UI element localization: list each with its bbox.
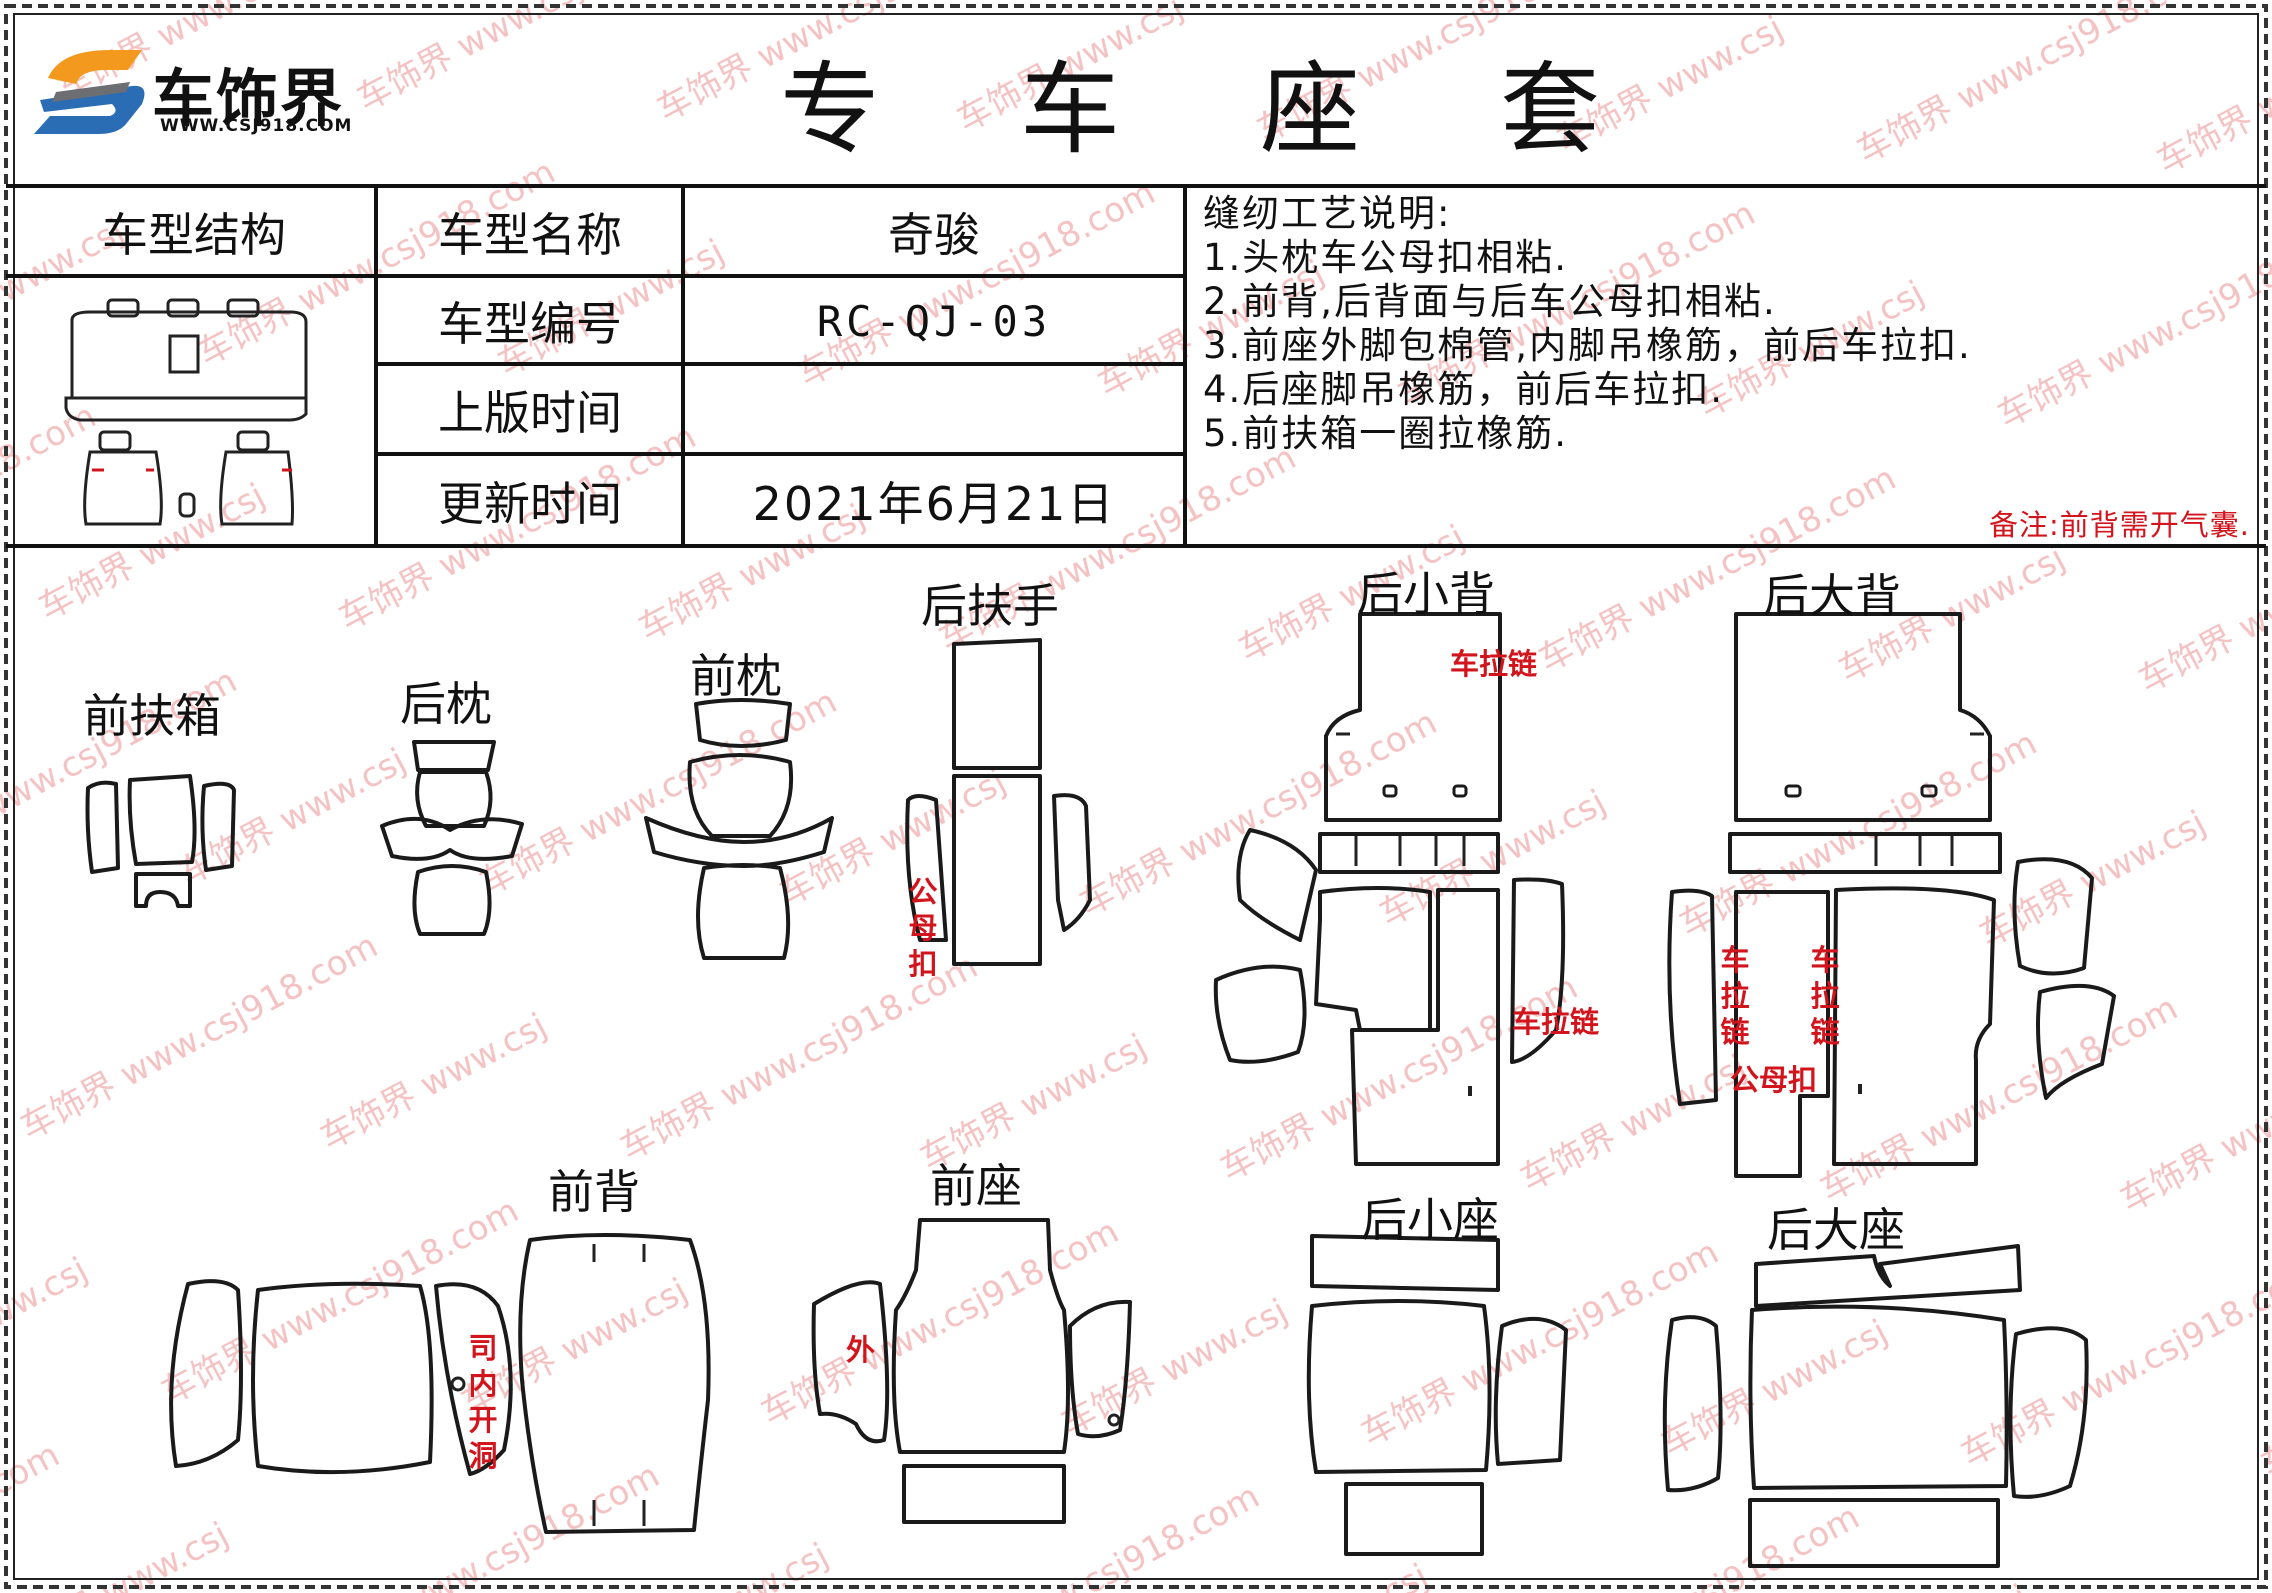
release-date-value <box>687 368 1181 452</box>
label-rear-armrest: 后扶手 <box>921 579 1059 633</box>
rear-headrest-pieces <box>380 740 524 936</box>
structure-label: 车型结构 <box>102 208 286 262</box>
label-front-armrest-box: 前扶箱 <box>83 689 221 743</box>
annotation-velcro: 公母扣 <box>908 875 938 981</box>
label-rear-headrest: 后枕 <box>400 677 492 731</box>
annotation-zipper: 车拉链 <box>1810 943 1840 1049</box>
sewing-note-item: 5.前扶箱一圈拉橡筋. <box>1203 412 1569 455</box>
rear-small-seat-pieces <box>1306 1234 1568 1556</box>
release-date-label: 上版时间 <box>438 386 622 440</box>
page-title: 专车座套 <box>780 40 1600 168</box>
sewing-note-item: 3.前座外脚包棉管,内脚吊橡筋，前后车拉扣. <box>1203 324 1972 367</box>
front-seat-pieces <box>811 1218 1132 1524</box>
label-front-seat: 前座 <box>930 1159 1022 1213</box>
sewing-notes-heading: 缝纫工艺说明: <box>1203 192 1452 235</box>
brand-logo-icon <box>34 50 145 134</box>
title-char: 套 <box>1500 50 1600 168</box>
model-code-value: RC-QJ-03 <box>816 296 1052 346</box>
sewing-note-item: 2.前背,后背面与后车公母扣相粘. <box>1203 280 1777 323</box>
rear-small-back-pieces <box>1213 612 1566 1166</box>
annotation-velcro: 公母扣 <box>1730 1063 1818 1097</box>
label-front-back: 前背 <box>548 1165 640 1219</box>
annotation-outer-side: 外 <box>846 1333 876 1367</box>
sewing-note-item: 1.头枕车公母扣相粘. <box>1203 236 1569 279</box>
car-structure-icon <box>64 298 308 526</box>
title-char: 车 <box>1020 50 1120 168</box>
label-rear-small-back: 后小背 <box>1357 567 1495 621</box>
label-rear-large-seat: 后大座 <box>1767 1203 1905 1257</box>
front-back-pieces <box>169 1233 711 1534</box>
annotation-zipper: 车拉链 <box>1512 1005 1600 1039</box>
rear-armrest-pieces <box>905 638 1092 966</box>
update-date-label: 更新时间 <box>438 477 622 531</box>
annotation-zipper: 车拉链 <box>1720 943 1750 1049</box>
label-front-headrest: 前枕 <box>690 649 782 703</box>
label-rear-small-seat: 后小座 <box>1361 1193 1499 1247</box>
sewing-notes: 缝纫工艺说明: 1.头枕车公母扣相粘. 2.前背,后背面与后车公母扣相粘. 3.… <box>1203 192 2253 456</box>
title-char: 座 <box>1260 50 1360 168</box>
front-armrest-box-pieces <box>85 774 236 908</box>
model-name-label: 车型名称 <box>438 208 622 262</box>
brand-url: WWW.CSJ918.COM <box>160 116 353 136</box>
title-char: 专 <box>780 50 880 168</box>
brand-name: 车饰界 <box>152 62 345 135</box>
remark-note: 备注:前背需开气囊. <box>1989 508 2250 542</box>
model-name-value: 奇骏 <box>888 208 980 262</box>
sewing-note-item: 4.后座脚吊橡筋，前后车拉扣. <box>1203 368 1725 411</box>
rear-large-back-pieces <box>1667 612 2116 1178</box>
annotation-driver-hole: 司内开洞 <box>468 1331 498 1473</box>
rear-large-seat-pieces <box>1662 1244 2089 1568</box>
front-headrest-pieces <box>644 698 834 960</box>
annotation-zipper: 车拉链 <box>1450 647 1538 681</box>
label-rear-large-back: 后大背 <box>1763 569 1901 623</box>
model-code-label: 车型编号 <box>438 297 622 351</box>
update-date-value: 2021年6月21日 <box>752 477 1116 531</box>
